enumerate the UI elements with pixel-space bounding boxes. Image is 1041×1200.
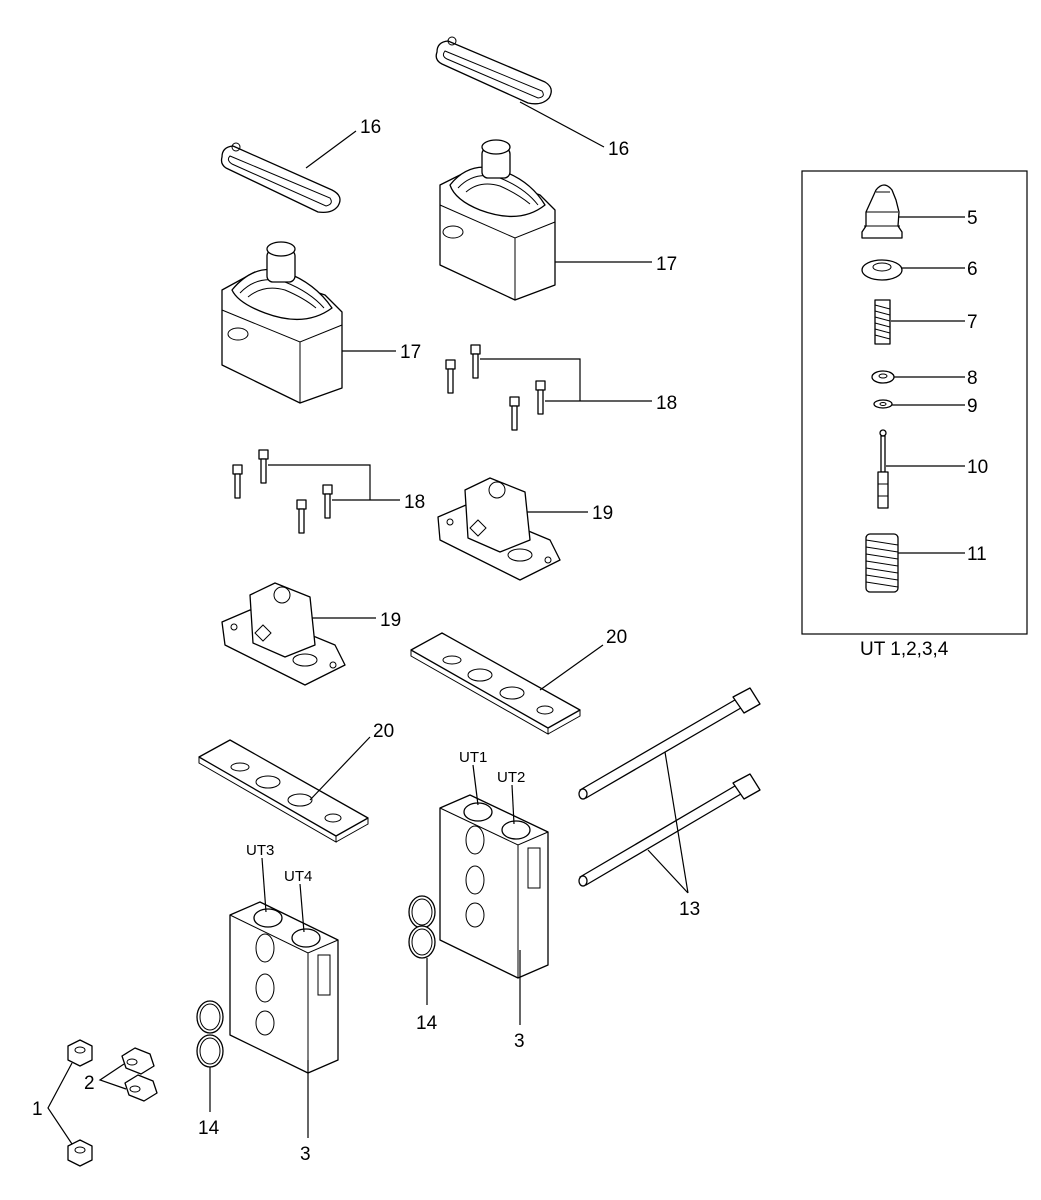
- label-17-upper: 17: [656, 254, 677, 275]
- part-1-nuts: [67, 1039, 93, 1167]
- part-17-boot-upper: [439, 139, 556, 301]
- part-11-large-spring: [865, 533, 899, 593]
- leader-ut3: [261, 857, 267, 913]
- label-14-lower: 14: [198, 1118, 220, 1139]
- leader-16-left: [305, 130, 357, 169]
- part-14-o-rings-upper: [408, 895, 436, 959]
- leader-ut1: [472, 764, 479, 806]
- label-ut3: UT3: [246, 842, 274, 859]
- label-11: 11: [967, 544, 987, 565]
- label-3-upper: 3: [514, 1031, 525, 1052]
- leader-ut2: [511, 784, 515, 825]
- part-18-screws-upper: [445, 344, 546, 431]
- label-5: 5: [967, 208, 978, 229]
- leader-20-upper: [539, 644, 604, 691]
- part-7-small-spring: [874, 299, 891, 345]
- label-18-upper: 18: [656, 393, 677, 414]
- leader-13: [647, 751, 689, 894]
- part-2-plugs: [121, 1047, 158, 1102]
- part-14-o-rings-lower: [196, 1000, 224, 1068]
- label-9: 9: [967, 396, 978, 417]
- label-ut4: UT4: [284, 868, 312, 885]
- part-5-plunger-cap: [861, 184, 903, 239]
- leader-18-lower: [268, 464, 400, 501]
- label-10: 10: [967, 457, 988, 478]
- part-20-plate-upper: [410, 632, 581, 735]
- label-7: 7: [967, 312, 978, 333]
- leader-18-upper: [480, 358, 652, 402]
- label-17-lower: 17: [400, 342, 421, 363]
- label-6: 6: [967, 259, 978, 280]
- part-6-washer: [861, 259, 903, 281]
- label-8: 8: [967, 368, 978, 389]
- leader-2: [98, 1063, 127, 1090]
- label-1: 1: [32, 1099, 43, 1120]
- label-19-upper: 19: [592, 503, 613, 524]
- part-10-pin: [877, 429, 889, 509]
- leader-1: [47, 1062, 73, 1145]
- label-13: 13: [679, 899, 700, 920]
- label-16-right: 16: [608, 139, 629, 160]
- label-14-upper: 14: [416, 1013, 438, 1034]
- label-2: 2: [84, 1073, 95, 1094]
- inset-caption: UT 1,2,3,4: [860, 639, 949, 660]
- label-ut1: UT1: [459, 749, 487, 766]
- label-16-left: 16: [360, 117, 381, 138]
- part-3-valve-body-upper: [439, 794, 549, 979]
- leader-16-right: [519, 101, 605, 148]
- part-9-small-washer: [873, 399, 893, 409]
- label-ut2: UT2: [497, 769, 525, 786]
- label-18-lower: 18: [404, 492, 425, 513]
- part-20-plate-lower: [198, 739, 369, 843]
- leader-20-lower: [309, 736, 371, 801]
- part-16-gasket-left: [220, 142, 341, 214]
- part-19-bracket-upper: [437, 477, 561, 581]
- part-3-valve-body-lower: [229, 901, 339, 1074]
- label-3-lower: 3: [300, 1144, 311, 1165]
- part-19-bracket-lower: [221, 582, 346, 686]
- label-20-lower: 20: [373, 721, 394, 742]
- label-20-upper: 20: [606, 627, 627, 648]
- inset-frame: [801, 170, 1028, 635]
- part-17-boot-lower: [221, 241, 343, 404]
- label-19-lower: 19: [380, 610, 401, 631]
- part-13-tie-rod-lower: [578, 773, 761, 887]
- part-8-small-nut: [871, 370, 895, 384]
- leader-ut4: [299, 883, 305, 933]
- part-18-screws-lower: [232, 449, 333, 534]
- part-16-gasket-right: [435, 36, 552, 105]
- part-13-tie-rod-upper: [578, 687, 761, 800]
